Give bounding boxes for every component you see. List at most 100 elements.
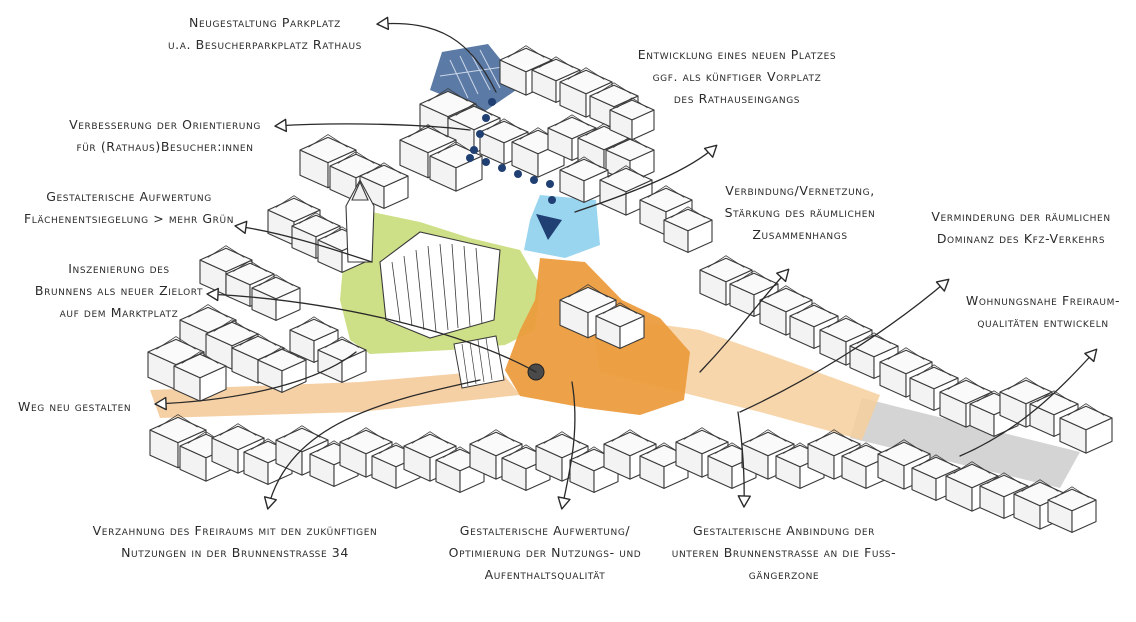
label-optimierung-line-1: Gestalterische Aufwertung/ — [459, 523, 631, 538]
label-brunnen: Inszenierung des Brunnens als neuer Ziel… — [14, 258, 224, 324]
label-parkplatz-line-1: Neugestaltung Parkplatz — [189, 15, 341, 30]
building-face — [267, 197, 321, 223]
route-dot — [546, 180, 554, 188]
building-face — [419, 90, 477, 118]
roof-ridge — [158, 414, 198, 428]
roof-ridge — [455, 103, 493, 116]
label-anbindung-line-2: unteren Brunnenstraße an die Fuß- — [671, 545, 897, 560]
roof-ridge — [670, 206, 706, 218]
label-brunnen-line-1: Inszenierung des — [68, 261, 170, 276]
label-weg-line-1: Weg neu gestalten — [18, 399, 132, 414]
building-face — [639, 187, 693, 213]
route-dot — [482, 114, 490, 122]
arrow-parkplatz — [376, 16, 497, 93]
roof-ridge — [567, 67, 605, 80]
building-blocks — [147, 45, 1113, 533]
label-wohnung-line-2: qualitäten entwickeln — [977, 315, 1109, 330]
roof-ridge — [324, 336, 360, 348]
arrow-aufwertung-gruen — [234, 220, 373, 263]
roof-ridge — [347, 427, 385, 440]
label-verbindung: Verbindung/Vernetzung, Stärkung des räum… — [690, 180, 910, 246]
label-platz: Entwicklung eines neuen Platzes ggf. als… — [612, 44, 862, 110]
route-dot — [530, 176, 538, 184]
roof-ridge — [1036, 390, 1072, 402]
arrow-platz — [574, 144, 718, 213]
roof-ridge — [258, 274, 294, 286]
roof-ridge — [918, 454, 954, 466]
roof-ridge — [707, 255, 745, 268]
roof-ridge — [885, 439, 923, 452]
roof-ridge — [953, 461, 991, 474]
roof-ridge — [616, 97, 648, 109]
building-face — [429, 143, 483, 169]
roof-ridge — [232, 260, 268, 272]
route-dot — [482, 158, 490, 166]
roof-ridge — [308, 134, 348, 148]
label-orientierung-line-2: für (Rathaus)Besucher:innen — [76, 139, 254, 154]
roof-ridge — [408, 124, 448, 138]
route-arrowhead — [536, 214, 562, 240]
label-anbindung: Gestalterische Anbindung der unteren Bru… — [664, 520, 904, 586]
roof-ridge — [796, 302, 832, 314]
roof-ridge — [767, 285, 805, 298]
roof-ridge — [181, 351, 219, 364]
route-dot — [514, 170, 522, 178]
roof-ridge — [647, 185, 685, 198]
roof-ridge — [411, 431, 449, 444]
roof-ridge — [437, 141, 475, 154]
roof-ridge — [213, 319, 251, 332]
roof-ridge — [607, 165, 645, 178]
roof-ridge — [275, 195, 313, 208]
roof-ridge — [611, 429, 649, 442]
roof-ridge — [337, 151, 375, 164]
label-brunnen-line-2: Brunnens als neuer Zielort — [34, 283, 204, 298]
arrow-orientierung — [274, 118, 471, 133]
roof-ridge — [554, 114, 590, 126]
roof-ridge — [207, 245, 245, 258]
roof-ridge — [848, 442, 884, 454]
roof-ridge — [986, 472, 1022, 484]
roof-ridge — [1054, 486, 1090, 498]
label-weg: Weg neu gestalten — [18, 396, 158, 418]
label-aufwertung-gruen-line-2: Flächenentsiegelung > mehr Grün — [23, 211, 235, 226]
arrow-wohnung — [959, 348, 1098, 457]
roof-ridge — [566, 156, 602, 168]
label-orientierung-line-1: Verbesserung der Orientierung — [69, 117, 261, 132]
roof-ridge — [683, 427, 721, 440]
church — [345, 178, 501, 339]
arrow-anbindung — [737, 411, 751, 508]
label-kfz: Verminderung der räumlichen Dominanz des… — [916, 206, 1126, 250]
roof-ridge — [947, 377, 985, 390]
arrow-kfz — [739, 278, 950, 413]
roof-ridge — [538, 56, 574, 68]
fountain-pavilion — [453, 335, 505, 389]
label-anbindung-line-3: gängerzone — [748, 567, 820, 582]
roof-ridge — [916, 364, 952, 376]
label-optimierung-line-2: Optimierung der Nutzungs- und — [448, 545, 642, 560]
label-wohnung-line-1: Wohnungsnahe Freiraum- — [965, 293, 1121, 308]
roof-ridge — [1067, 403, 1105, 416]
label-verzahnung-line-1: Verzahnung des Freiraums mit den zukünft… — [92, 523, 378, 538]
label-aufwertung-gruen: Gestalterische Aufwertung Flächenentsieg… — [14, 186, 244, 230]
label-optimierung: Gestalterische Aufwertung/ Optimierung d… — [430, 520, 660, 586]
roof-ridge — [477, 429, 515, 442]
roof-ridge — [366, 162, 402, 174]
roof-ridge — [568, 284, 608, 298]
label-anbindung-line-1: Gestalterische Anbindung der — [692, 523, 876, 538]
walkway-area — [150, 370, 520, 418]
route-dot — [498, 164, 506, 172]
roof-ridge — [749, 429, 787, 442]
arrow-verzahnung — [263, 379, 481, 510]
label-brunnen-line-3: auf dem Marktplatz — [59, 305, 179, 320]
roof-ridge — [827, 315, 865, 328]
route-dot — [476, 130, 484, 138]
roof-ridge — [602, 302, 638, 314]
roof-ridge — [596, 82, 632, 94]
label-platz-line-3: des Rathauseingangs — [673, 91, 801, 106]
building-face — [399, 126, 457, 154]
roof-ridge — [486, 118, 522, 130]
blue-square-area — [524, 195, 600, 258]
label-verzahnung-line-2: Nutzungen in der Brunnenstraße 34 — [121, 545, 349, 560]
label-verbindung-line-1: Verbindung/Vernetzung, — [725, 183, 875, 198]
